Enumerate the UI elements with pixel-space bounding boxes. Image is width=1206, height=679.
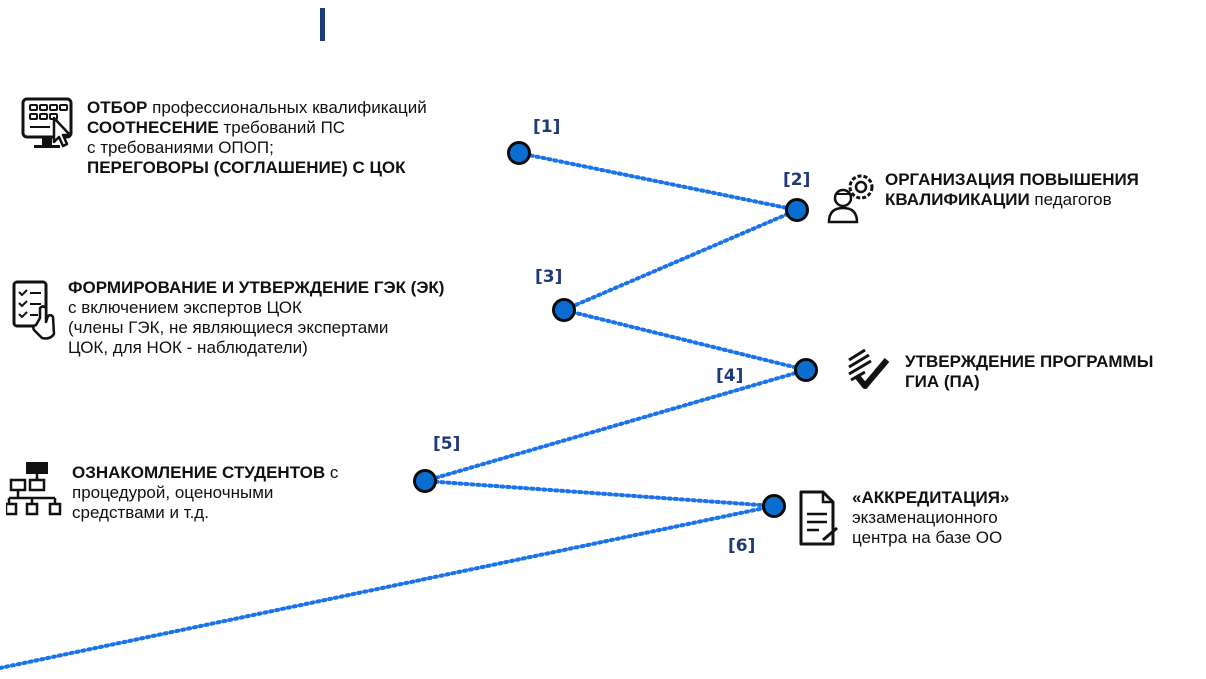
step-number-4: [4] xyxy=(716,366,744,386)
step-3-line-1: ФОРМИРОВАНИЕ И УТВЕРЖДЕНИЕ ГЭК (ЭК) xyxy=(68,278,445,297)
top-accent-bar xyxy=(320,8,325,41)
step-2-text: ОРГАНИЗАЦИЯ ПОВЫШЕНИЯ КВАЛИФИКАЦИИ педаг… xyxy=(885,170,1139,210)
step-5-line-1: ОЗНАКОМЛЕНИЕ СТУДЕНТОВ с xyxy=(72,463,339,482)
step-4-line-1: УТВЕРЖДЕНИЕ ПРОГРАММЫ xyxy=(905,352,1154,371)
step-3-text: ФОРМИРОВАНИЕ И УТВЕРЖДЕНИЕ ГЭК (ЭК) с вк… xyxy=(68,278,444,358)
node-5 xyxy=(413,469,437,493)
node-4 xyxy=(794,358,818,382)
step-6-line-3: центра на базе ОО xyxy=(852,528,1003,547)
keyboard-click-icon xyxy=(20,96,76,156)
step-6-line-1: «АККРЕДИТАЦИЯ» xyxy=(852,488,1010,507)
step-2-line-1: ОРГАНИЗАЦИЯ ПОВЫШЕНИЯ xyxy=(885,170,1139,189)
step-number-2: [2] xyxy=(783,170,811,190)
node-6 xyxy=(762,494,786,518)
step-1-line-1: ОТБОР профессиональных квалификаций xyxy=(87,98,427,117)
step-1-line-4: ПЕРЕГОВОРЫ (СОГЛАШЕНИЕ) С ЦОК xyxy=(87,158,406,177)
step-2-line-2: КВАЛИФИКАЦИИ педагогов xyxy=(885,190,1112,209)
step-number-6: [6] xyxy=(728,536,756,556)
org-chart-icon xyxy=(6,460,68,522)
step-1-text: ОТБОР профессиональных квалификаций СООТ… xyxy=(87,98,427,178)
connector-path xyxy=(0,151,814,670)
checklist-hand-icon xyxy=(10,278,66,344)
node-3 xyxy=(552,298,576,322)
step-4-line-2: ГИА (ПА) xyxy=(905,372,980,391)
step-number-1: [1] xyxy=(533,117,561,137)
step-3-line-3: (члены ГЭК, не являющиеся экспертами xyxy=(68,318,389,337)
step-number-3: [3] xyxy=(535,267,563,287)
step-4-text: УТВЕРЖДЕНИЕ ПРОГРАММЫ ГИА (ПА) xyxy=(905,352,1153,392)
step-3-line-4: ЦОК, для НОК - наблюдатели) xyxy=(68,338,308,357)
document-sign-icon xyxy=(797,488,839,550)
step-6-line-2: экзаменационного xyxy=(852,508,998,527)
step-5-line-3: средствами и т.д. xyxy=(72,503,209,522)
step-1-line-2: СООТНЕСЕНИЕ требований ПС xyxy=(87,118,346,137)
node-2 xyxy=(785,198,809,222)
step-number-5: [5] xyxy=(433,434,461,454)
node-1 xyxy=(507,141,531,165)
step-6-text: «АККРЕДИТАЦИЯ» экзаменационного центра н… xyxy=(852,488,1009,548)
step-1-line-3: с требованиями ОПОП; xyxy=(87,138,274,157)
step-3-line-2: с включением экспертов ЦОК xyxy=(68,298,302,317)
step-5-line-2: процедурой, оценочными xyxy=(72,483,274,502)
person-gear-icon xyxy=(825,170,881,226)
approved-document-icon xyxy=(843,346,891,390)
step-5-text: ОЗНАКОМЛЕНИЕ СТУДЕНТОВ с процедурой, оце… xyxy=(72,463,338,523)
